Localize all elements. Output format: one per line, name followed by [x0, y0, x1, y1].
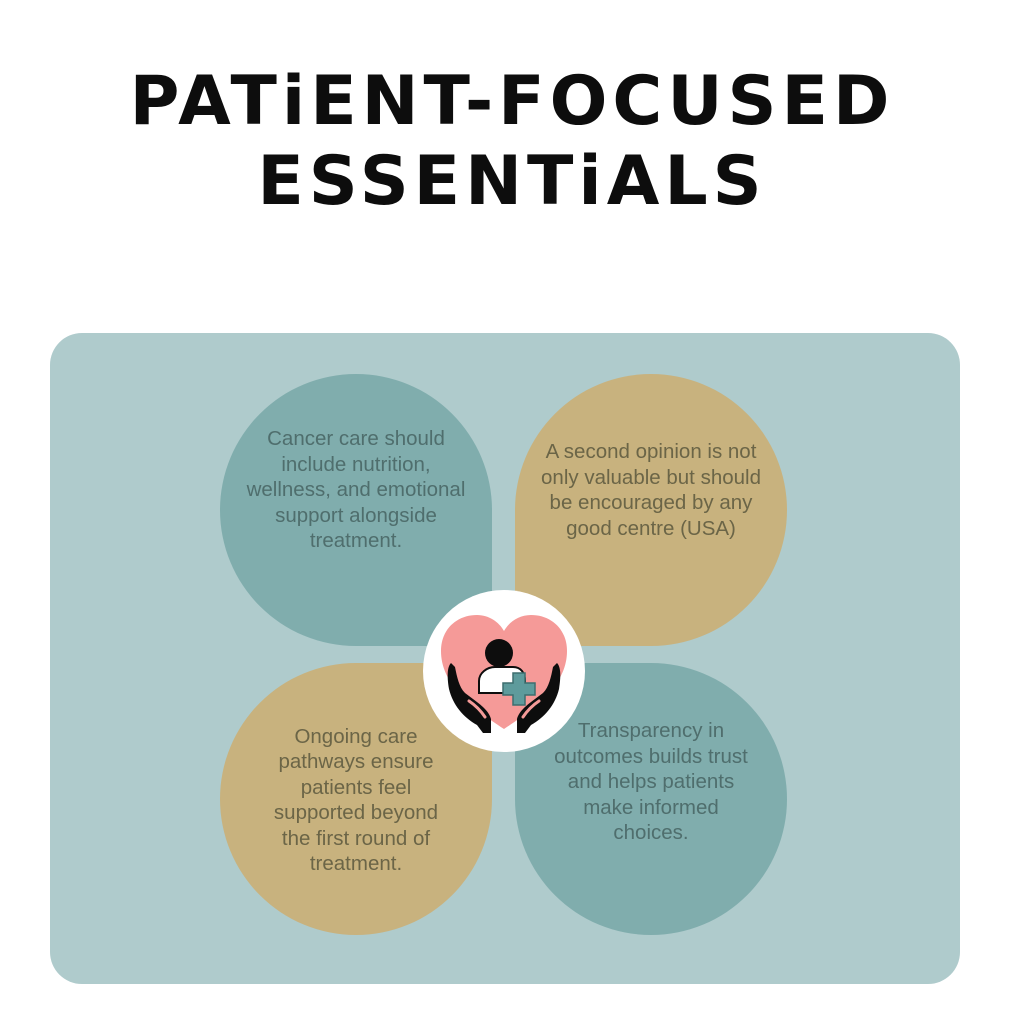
- title-line-1: PATiENT-FOCUSED: [129, 62, 895, 141]
- petal-holistic-care: Cancer care should include nutrition, we…: [220, 374, 492, 646]
- petal-text: A second opinion is not only valuable bu…: [541, 440, 761, 540]
- title-line-2: ESSENTiALS: [257, 142, 767, 221]
- petal-text: Ongoing care pathways ensure patients fe…: [273, 724, 439, 876]
- petal-second-opinion: A second opinion is not only valuable bu…: [515, 374, 787, 646]
- petal-text: Cancer care should include nutrition, we…: [246, 427, 466, 553]
- center-badge: [423, 590, 585, 752]
- petal-text: Transparency in outcomes builds trust an…: [554, 719, 748, 845]
- patient-care-heart-hands-icon: [441, 615, 567, 733]
- page-title: PATiENT-FOCUSED ESSENTiALS: [0, 62, 1024, 222]
